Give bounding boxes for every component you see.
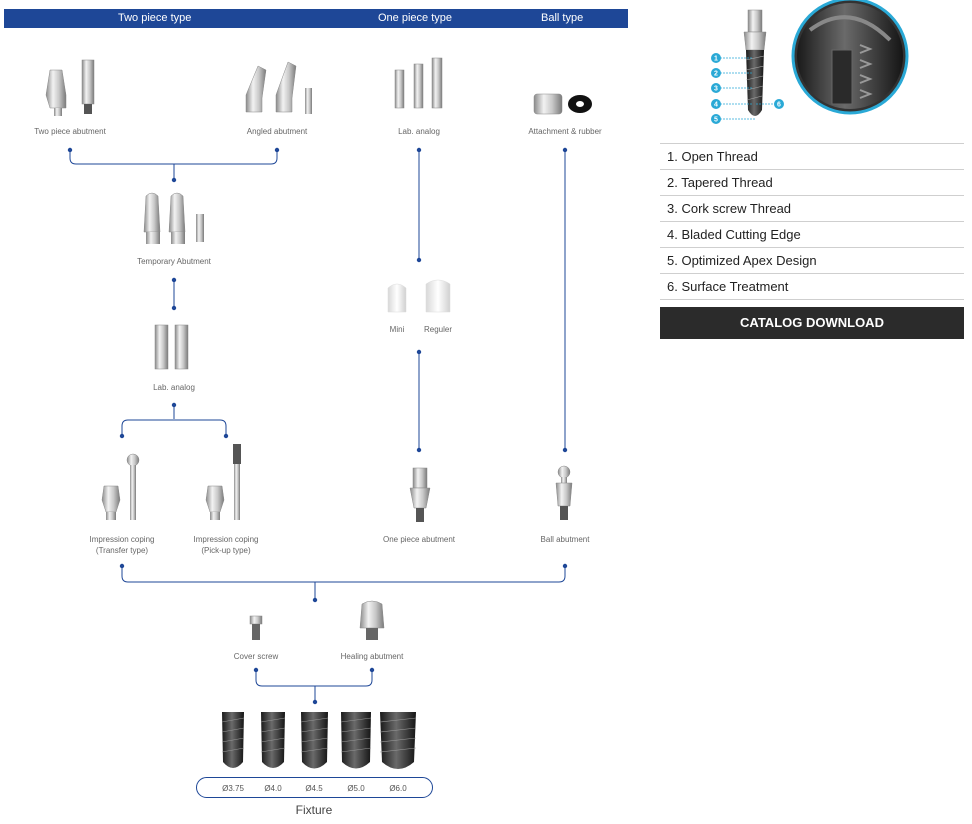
label-temporary-abutment: Temporary Abutment [137, 257, 211, 266]
label-impression-pickup-line1: Impression coping [193, 535, 259, 544]
mini-cap-image [387, 283, 407, 313]
component-flow-diagram [45, 57, 592, 769]
feature-list: 1. Open Thread 2. Tapered Thread 3. Cork… [660, 143, 964, 300]
cover-screw-image [249, 615, 263, 640]
label-lab-analog-mid: Lab. analog [153, 383, 195, 392]
impression-transfer-image [101, 453, 140, 520]
temporary-abutment-image [143, 192, 204, 244]
callout-marker [711, 114, 721, 124]
header-one-piece: One piece type [378, 12, 452, 24]
label-healing-abutment: Healing abutment [340, 652, 404, 661]
feature-item: 2. Tapered Thread [660, 170, 964, 196]
lab-analog-top-image [394, 57, 443, 109]
label-impression-pickup-line2: (Pick-up type) [201, 546, 251, 555]
callout-number: 6 [777, 102, 781, 109]
label-ball-abutment: Ball abutment [540, 535, 590, 544]
feature-item: 4. Bladed Cutting Edge [660, 222, 964, 248]
callout-marker [711, 99, 721, 109]
label-one-piece-abutment: One piece abutment [382, 535, 456, 544]
callout-marker [711, 68, 721, 78]
label-impression-transfer-line2: (Transfer type) [95, 546, 149, 555]
callout-marker [711, 53, 721, 63]
callout-number: 2 [714, 71, 718, 78]
callout-markers [711, 53, 784, 124]
header-ball: Ball type [541, 12, 584, 24]
lab-analog-mid-image [154, 324, 189, 370]
diameter-label: Ø6.0 [389, 784, 407, 793]
reguler-cap-image [425, 279, 451, 313]
diameter-label: Ø5.0 [347, 784, 365, 793]
label-impression-transfer: Impression coping (Transfer type) [90, 534, 155, 556]
connector-dots [67, 147, 568, 705]
label-angled-abutment: Angled abutment [246, 127, 308, 136]
fixture-title: Fixture [295, 803, 333, 817]
label-impression-pickup: Impression coping (Pick-up type) [194, 534, 259, 556]
callout-number: 5 [714, 117, 718, 124]
feature-item: 5. Optimized Apex Design [660, 248, 964, 274]
callout-marker [711, 83, 721, 93]
healing-abutment-image [359, 600, 385, 640]
header-two-piece: Two piece type [118, 12, 192, 24]
fixture-images [221, 712, 417, 769]
connector-lines [69, 150, 566, 702]
label-mini: Mini [389, 325, 405, 334]
attachment-rubber-image [533, 93, 592, 115]
label-attachment-rubber: Attachment & rubber [528, 127, 602, 136]
implant-callout-figure: 1 2 3 4 5 6 [711, 0, 909, 124]
type-header-bar: Two piece type One piece type Ball type [4, 9, 628, 28]
ball-abutment-image [555, 465, 573, 520]
impression-pickup-image [205, 444, 241, 520]
feature-item: 1. Open Thread [660, 143, 964, 170]
label-cover-screw: Cover screw [233, 652, 279, 661]
label-lab-analog-top: Lab. analog [398, 127, 440, 136]
one-piece-abutment-image [409, 467, 431, 522]
angled-abutment-image [245, 61, 312, 114]
diameter-label: Ø3.75 [222, 784, 244, 793]
diameter-label: Ø4.5 [305, 784, 323, 793]
two-piece-abutment-image [45, 59, 95, 116]
callout-number: 3 [714, 86, 718, 93]
callout-marker [774, 99, 784, 109]
callout-number: 1 [714, 56, 718, 63]
label-two-piece-abutment: Two piece abutment [34, 127, 106, 136]
catalog-download-button[interactable]: CATALOG DOWNLOAD [660, 307, 964, 339]
diameter-label: Ø4.0 [264, 784, 282, 793]
feature-item: 6. Surface Treatment [660, 274, 964, 300]
label-impression-transfer-line1: Impression coping [89, 535, 155, 544]
fixture-diameter-bar [196, 777, 433, 798]
label-reguler: Reguler [423, 325, 453, 334]
feature-item: 3. Cork screw Thread [660, 196, 964, 222]
callout-number: 4 [714, 102, 718, 109]
